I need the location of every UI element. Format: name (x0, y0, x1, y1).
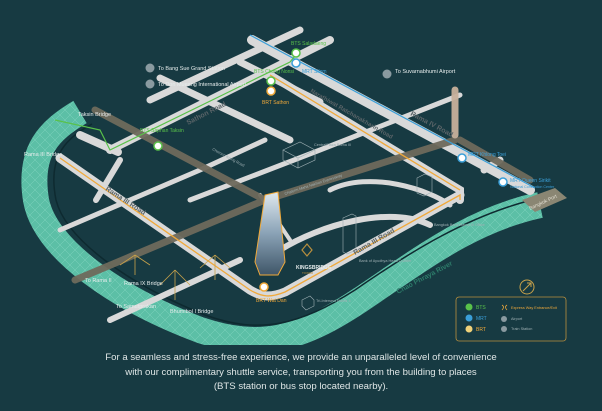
bts-legend-icon (465, 303, 473, 311)
station-bts-saphan-taksin[interactable]: BTS Saphan Taksin (140, 128, 184, 151)
svg-text:Train Station: Train Station (511, 327, 532, 331)
svg-text:BTS Chong Nonsi: BTS Chong Nonsi (254, 69, 294, 75)
to-samutprakan-label: To Samutprakan (116, 304, 156, 310)
svg-text:MRT Silom: MRT Silom (302, 69, 327, 75)
centralplaza-label: CentralPlaza Rama III (314, 143, 351, 147)
buildings (282, 141, 433, 311)
to-don-mueang: To Don Mueang International Airport (145, 79, 247, 89)
expressway-legend-icon (501, 304, 508, 311)
bts-line (54, 49, 301, 151)
svg-text:To Bang Sue Grand Station: To Bang Sue Grand Station (158, 66, 225, 72)
svg-text:MRT Queen Sirikit: MRT Queen Sirikit (510, 178, 551, 184)
svg-text:BRT: BRT (476, 327, 486, 333)
svg-text:BTS Saphan Taksin: BTS Saphan Taksin (140, 128, 184, 134)
svg-text:BTS Saladaeng: BTS Saladaeng (291, 41, 326, 47)
rama3-bridge-label: Rama III Bridge (24, 152, 62, 158)
svg-text:MRT: MRT (476, 316, 487, 322)
caption-line: (BTS station or bus stop located nearby)… (213, 381, 389, 392)
to-suvarnabhumi: To Suvarnabhumi Airport (382, 69, 456, 79)
to-bang-sue: To Bang Sue Grand Station (145, 63, 225, 73)
svg-text:BRT Wat Dan: BRT Wat Dan (256, 298, 287, 304)
rama3-road-label: Rama III Road (104, 186, 147, 217)
caption-line: For a seamless and stress-free experienc… (105, 352, 497, 363)
map-legend: BTS MRT BRT Express Way Entrance/Exit Ai… (455, 296, 567, 342)
caption-line: with our complimentary shuttle service, … (125, 366, 477, 378)
rama9-bridge-label: Rama IX Bridge (124, 281, 163, 287)
station-mrt-silom[interactable]: MRT Silom (291, 58, 327, 75)
svg-text:Airport: Airport (511, 317, 523, 321)
mrt-legend-icon (465, 314, 473, 322)
svg-text:Express Way Entrance/Exit: Express Way Entrance/Exit (511, 306, 558, 310)
kingbridge-tower (254, 191, 286, 276)
svg-text:TOWER: TOWER (302, 271, 314, 275)
tri-intersect-label: Tri-Intersect Rama 3 (316, 299, 350, 303)
kingbridge-logo: KINGSBRIDGE TOWER (296, 243, 332, 275)
svg-text:To Suvarnabhumi Airport: To Suvarnabhumi Airport (395, 69, 456, 75)
station-bts-chong-nonsi[interactable]: BTS Chong Nonsi (254, 69, 294, 86)
station-brt-sathon[interactable]: BRT Sathon (262, 86, 289, 106)
svg-text:To Don Mueang International Ai: To Don Mueang International Airport (158, 82, 247, 88)
station-mrt-khlong-toei[interactable]: MRT Khlong Toei (457, 152, 506, 163)
caption: For a seamless and stress-free experienc… (0, 351, 602, 395)
train-icon (145, 63, 155, 73)
brt-line (59, 74, 461, 297)
svg-text:KINGSBRIDGE: KINGSBRIDGE (296, 265, 332, 271)
taksin-bridge-label: Taksin Bridge (78, 112, 111, 118)
brt-legend-icon (465, 325, 473, 333)
bhumibol-bridge-label: Bhumibol I Bridge (170, 309, 213, 315)
station-bts-saladaeng[interactable]: BTS Saladaeng (291, 41, 326, 58)
bridges (119, 254, 231, 300)
svg-text:BRT Sathon: BRT Sathon (262, 100, 289, 106)
station-brt-wat-dan[interactable]: BRT Wat Dan (256, 282, 287, 304)
bank-ayudhya-label: Bank of Ayudhya Head Quarter (359, 259, 412, 263)
airport-icon (382, 69, 392, 79)
chao-phraya-river (21, 100, 543, 345)
svg-text:National Convention Center: National Convention Center (510, 185, 555, 189)
bangkok-bank-label: Bangkok Bank Rama III Office (434, 223, 485, 227)
station-mrt-queen-sirikit[interactable]: MRT Queen Sirikit National Convention Ce… (498, 177, 555, 189)
svg-text:BTS: BTS (476, 305, 486, 311)
bangkok-port (522, 188, 567, 212)
expressway (71, 86, 534, 284)
north-arrow-icon (519, 279, 535, 295)
to-rama2-label: To Rama II (85, 278, 112, 284)
roads (55, 26, 535, 323)
train-legend-icon (501, 326, 507, 332)
location-map: Bangkok Port Rama IV Road Sathon Road Na… (21, 26, 567, 345)
chalerm-expressway-label: Chalerm Maha Nakhon Expressway (284, 173, 343, 196)
airport-icon (145, 79, 155, 89)
airport-legend-icon (501, 316, 507, 322)
rama3-road-label-east: Rama III Road (353, 228, 397, 257)
svg-text:MRT Khlong Toei: MRT Khlong Toei (468, 152, 506, 158)
